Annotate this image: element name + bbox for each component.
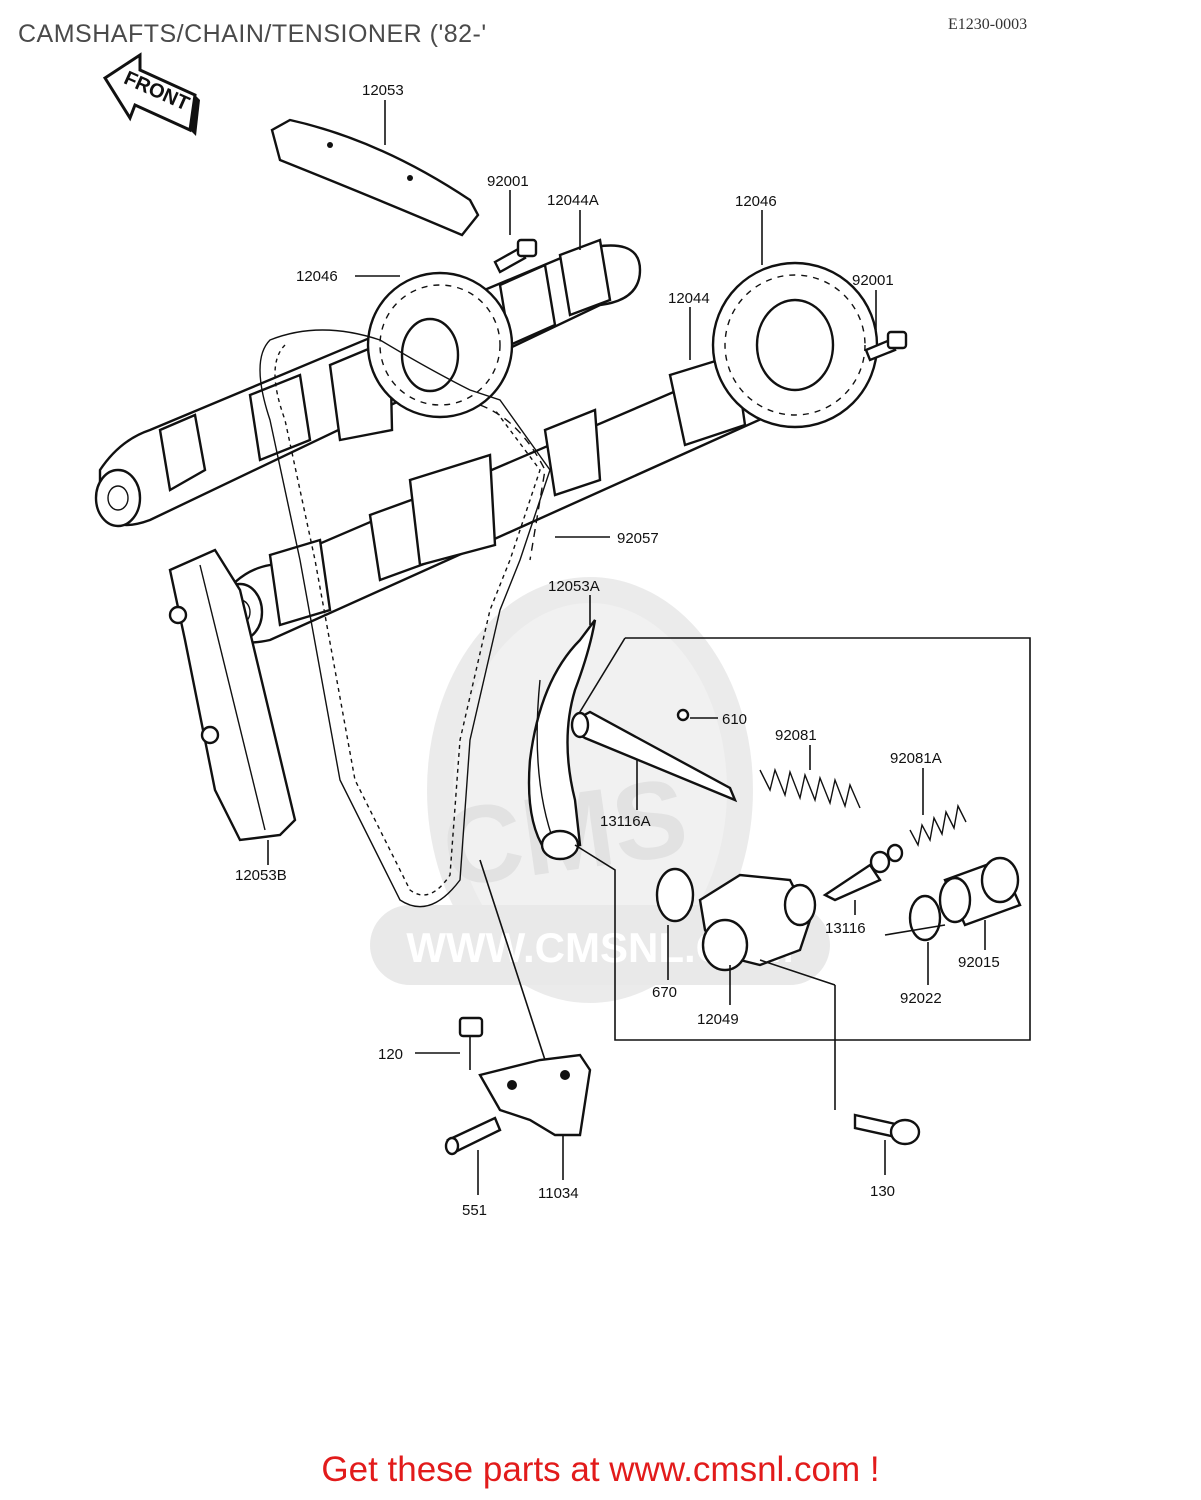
bolt-120	[458, 1016, 484, 1070]
part-label[interactable]: 12046	[296, 268, 338, 285]
part-label[interactable]: 12044	[668, 290, 710, 307]
washer	[908, 894, 942, 942]
chain-guide-left	[168, 548, 297, 842]
bolt-92001-right	[864, 330, 908, 362]
part-label[interactable]: 12044A	[547, 192, 599, 209]
part-label[interactable]: 92081	[775, 727, 817, 744]
part-label[interactable]: 551	[462, 1202, 487, 1219]
part-label[interactable]: 92001	[852, 272, 894, 289]
o-ring	[655, 867, 695, 923]
diagram-code: E1230-0003	[948, 16, 1028, 33]
timing-chain	[259, 329, 551, 908]
part-label[interactable]: 610	[722, 711, 747, 728]
footer-link[interactable]: Get these parts at www.cmsnl.com !	[321, 1450, 880, 1489]
tensioner-cap	[938, 856, 1022, 927]
part-label[interactable]: 92057	[617, 530, 659, 547]
part-label[interactable]: 92022	[900, 990, 942, 1007]
part-label[interactable]: 11034	[538, 1185, 579, 1202]
sprocket-right	[711, 261, 879, 429]
front-arrow-icon: FRONT	[102, 52, 200, 136]
part-label[interactable]: 92081A	[890, 750, 942, 767]
part-label[interactable]: 13116A	[600, 813, 651, 830]
part-label[interactable]: 670	[652, 984, 677, 1001]
tensioner-box	[574, 637, 1031, 1041]
part-label[interactable]: 12053B	[235, 867, 287, 884]
part-labels: 12053 92001 12044A 12046 12046 92001 120…	[235, 82, 1000, 1219]
part-label[interactable]: 12049	[697, 1011, 739, 1028]
part-label[interactable]: 12053	[362, 82, 404, 99]
part-label[interactable]: 13116	[825, 920, 866, 937]
plunger	[822, 843, 904, 902]
part-label[interactable]: 92015	[958, 954, 1000, 971]
sprocket-left	[366, 271, 514, 419]
bolt-92001-left	[493, 238, 538, 274]
spring-small	[909, 803, 967, 848]
part-label[interactable]: 130	[870, 1183, 895, 1200]
push-rod	[570, 708, 738, 803]
camshaft-exhaust	[216, 351, 802, 644]
chain-guide-top	[270, 118, 480, 237]
pin-551	[444, 1116, 502, 1156]
tensioner-guide	[527, 619, 597, 861]
part-label[interactable]: 92001	[487, 173, 529, 190]
bolt-130	[853, 1113, 921, 1146]
part-label[interactable]: 120	[378, 1046, 403, 1063]
spring-large	[759, 767, 861, 809]
part-label[interactable]: 12053A	[548, 578, 600, 595]
tensioner-body	[698, 873, 817, 972]
part-label[interactable]: 12046	[735, 193, 777, 210]
diagram-title: CAMSHAFTS/CHAIN/TENSIONER ('82-'	[18, 20, 487, 48]
bracket	[478, 859, 592, 1137]
leader-lines	[267, 100, 986, 1195]
